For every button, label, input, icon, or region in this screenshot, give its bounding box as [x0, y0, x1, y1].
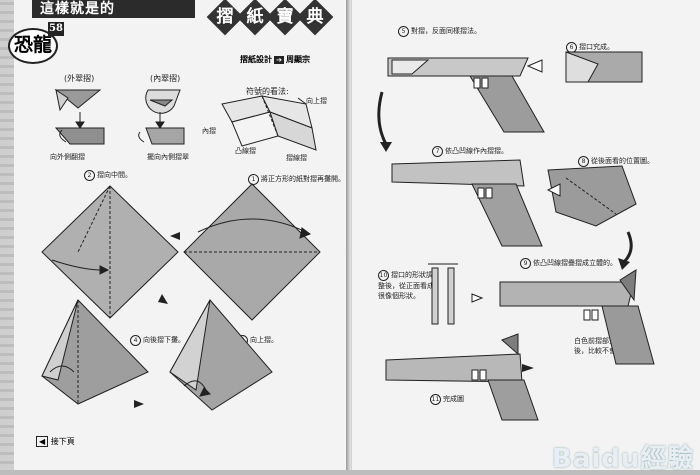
continue-next-page: ◀ 接下頁 — [36, 436, 75, 447]
symbol-diagram — [222, 96, 316, 150]
left-page: 這樣就是的 摺 紙 寶 典 恐龍 58 摺紙設計➔周顯宗 (外翠摺) (內翠摺)… — [0, 0, 350, 470]
watermark: Baidu經驗 — [552, 438, 694, 475]
step-1-diagram — [184, 184, 320, 320]
step-11-diagram — [386, 334, 538, 420]
step-9-diagram — [500, 270, 654, 364]
step-3-diagram — [170, 300, 272, 410]
step-6-diagram — [528, 52, 642, 82]
inner-fold-diagram — [139, 90, 184, 144]
step-7-diagram — [392, 160, 542, 246]
outer-fold-diagram — [56, 90, 104, 144]
arrow-left-icon: ◀ — [36, 436, 48, 447]
step-8-diagram — [548, 166, 636, 226]
step-4-diagram — [42, 300, 148, 404]
step-2-diagram — [42, 186, 178, 318]
step-5-diagram — [388, 58, 544, 132]
right-diagrams — [352, 0, 700, 470]
step-10-diagram — [428, 264, 458, 324]
left-diagrams — [0, 0, 350, 470]
